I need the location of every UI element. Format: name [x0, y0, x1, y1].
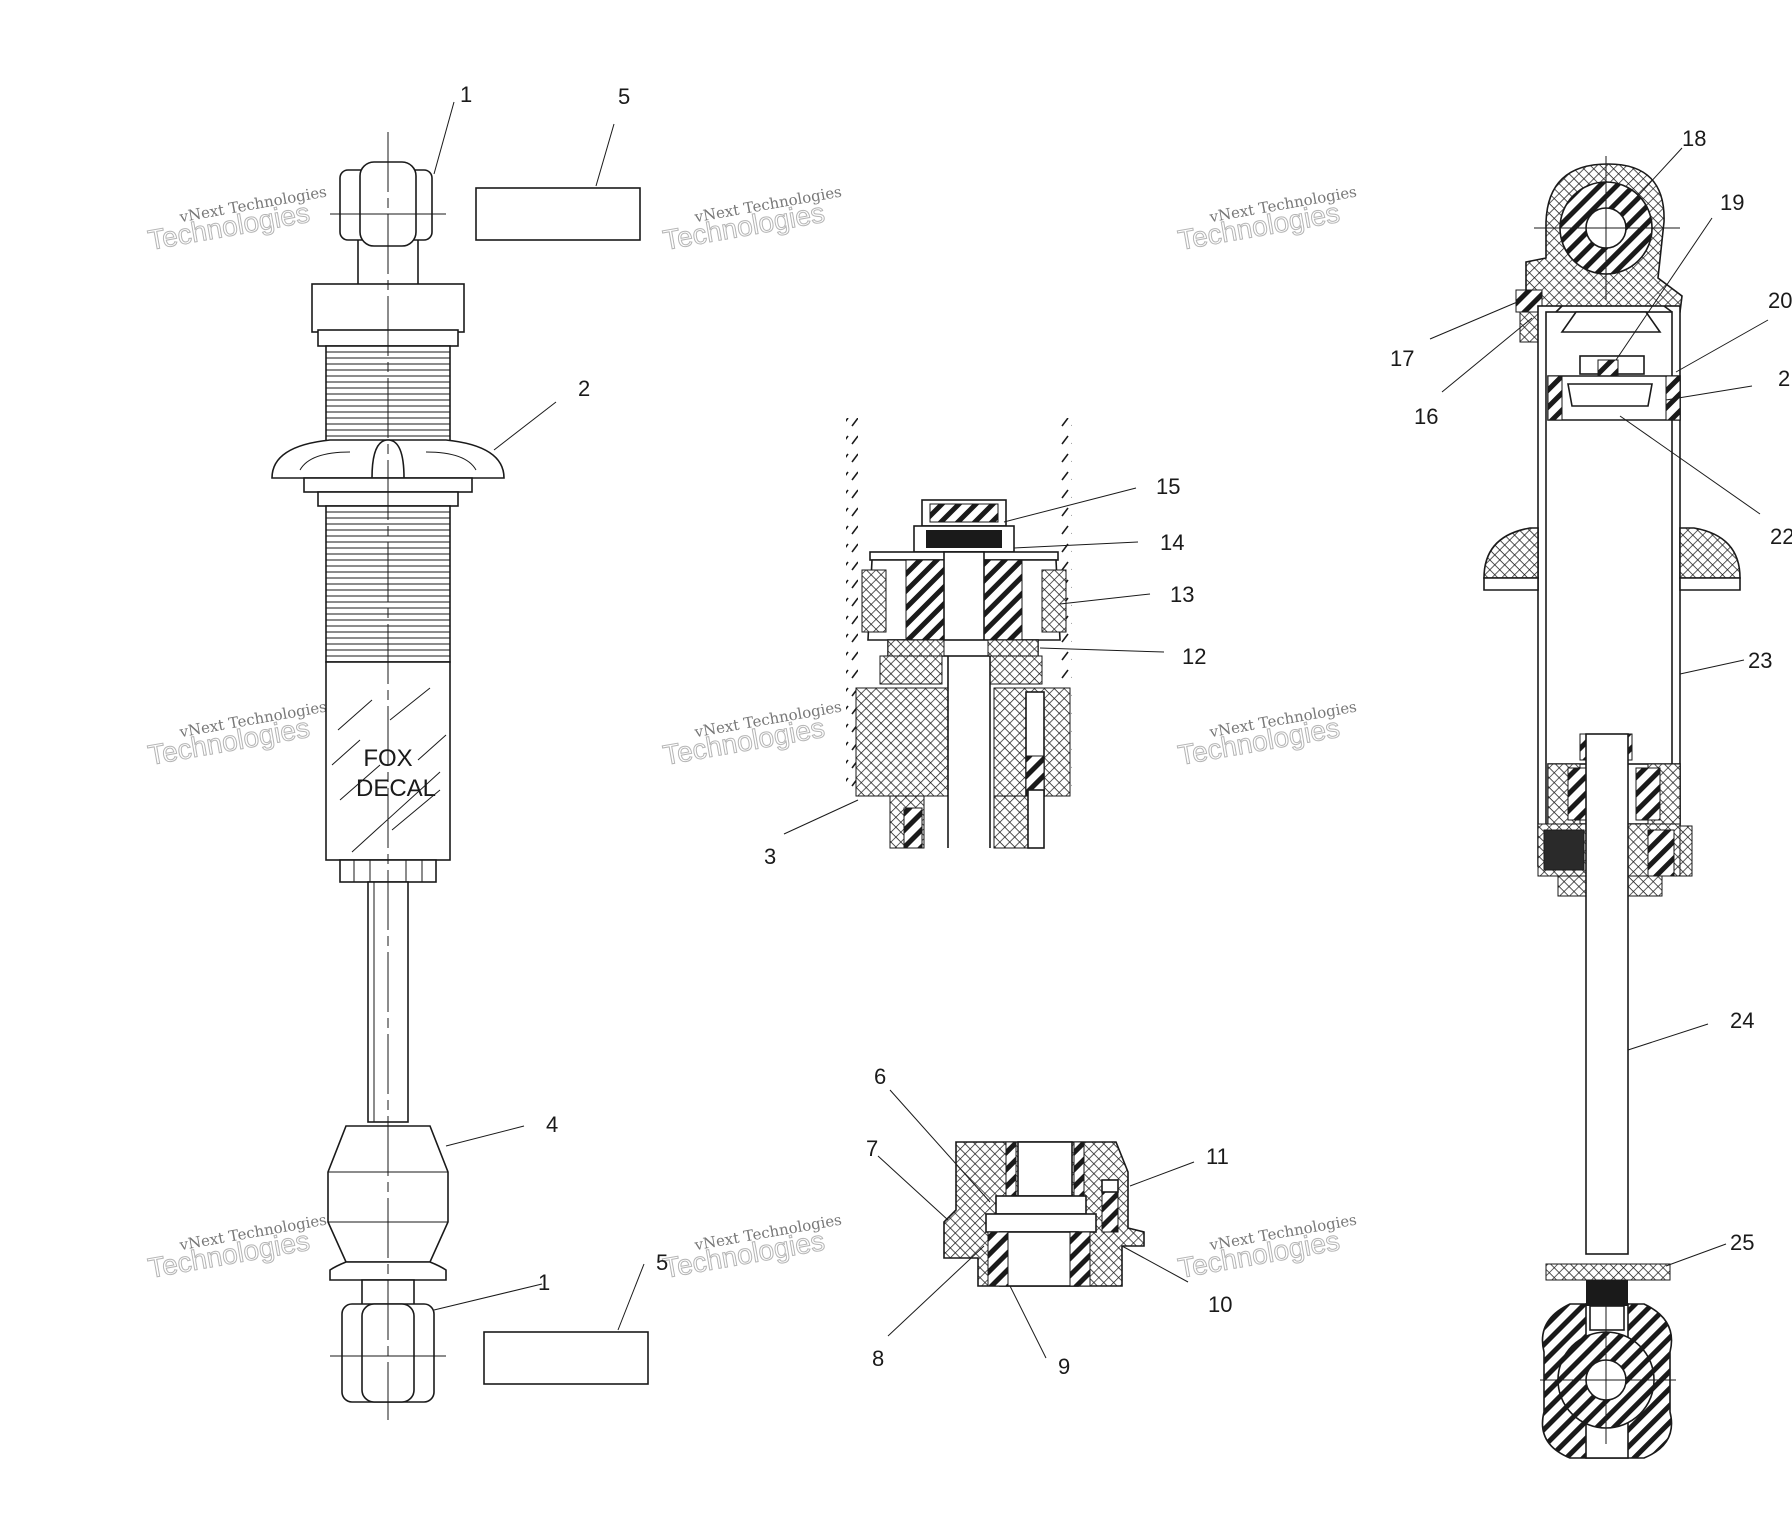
callout-labels: 1 5 2 3 4 1 5 6 7 8 9 10 11 12 13 14 15 …	[460, 82, 1792, 1379]
callout-4: 4	[546, 1112, 558, 1137]
callout-16: 16	[1414, 404, 1438, 429]
callout-8: 8	[872, 1346, 884, 1371]
watermark: Technologies vNext Technologies	[1175, 183, 1358, 257]
watermark: Technologies vNext Technologies	[1175, 698, 1358, 772]
callout-9: 9	[1058, 1354, 1070, 1379]
callout-10: 10	[1208, 1292, 1232, 1317]
callout-11: 11	[1206, 1144, 1229, 1169]
callout-7: 7	[866, 1136, 878, 1161]
shock-assembly-exterior: FOX DECAL	[271, 132, 649, 1420]
leader-lines	[433, 101, 1769, 1359]
callout-2: 2	[578, 376, 590, 401]
callout-14: 14	[1160, 530, 1184, 555]
callout-5-bottom: 5	[656, 1250, 668, 1275]
callout-24: 24	[1730, 1008, 1754, 1033]
shock-cross-section	[1483, 156, 1741, 1459]
callout-13: 13	[1170, 582, 1194, 607]
callout-18: 18	[1682, 126, 1706, 151]
callout-1-bottom: 1	[538, 1270, 550, 1295]
callout-3: 3	[764, 844, 776, 869]
watermark: Technologies vNext Technologies	[145, 698, 328, 772]
watermark: Technologies vNext Technologies	[660, 698, 843, 772]
watermark: Technologies vNext Technologies	[660, 1211, 843, 1285]
callout-21: 2	[1778, 366, 1790, 391]
watermark: Technologies vNext Technologies	[660, 183, 843, 257]
watermark: Technologies vNext Technologies	[145, 183, 328, 257]
watermark: Technologies vNext Technologies	[1175, 1211, 1358, 1285]
callout-23: 23	[1748, 648, 1772, 673]
decal-line2: DECAL	[356, 775, 436, 802]
decal-box-top	[475, 187, 641, 241]
callout-1-top: 1	[460, 82, 472, 107]
callout-5-top: 5	[618, 84, 630, 109]
callout-6: 6	[874, 1064, 886, 1089]
callout-20: 20	[1768, 288, 1792, 313]
callout-12: 12	[1182, 644, 1206, 669]
callout-17: 17	[1390, 346, 1414, 371]
callout-22: 22	[1770, 524, 1792, 549]
piston-section	[846, 418, 1072, 849]
watermark: Technologies vNext Technologies	[145, 1211, 328, 1285]
callout-25: 25	[1730, 1230, 1754, 1255]
callout-19: 19	[1720, 190, 1744, 215]
seal-head-section	[943, 1141, 1145, 1287]
decal-box-bottom	[483, 1331, 649, 1385]
callout-15: 15	[1156, 474, 1180, 499]
